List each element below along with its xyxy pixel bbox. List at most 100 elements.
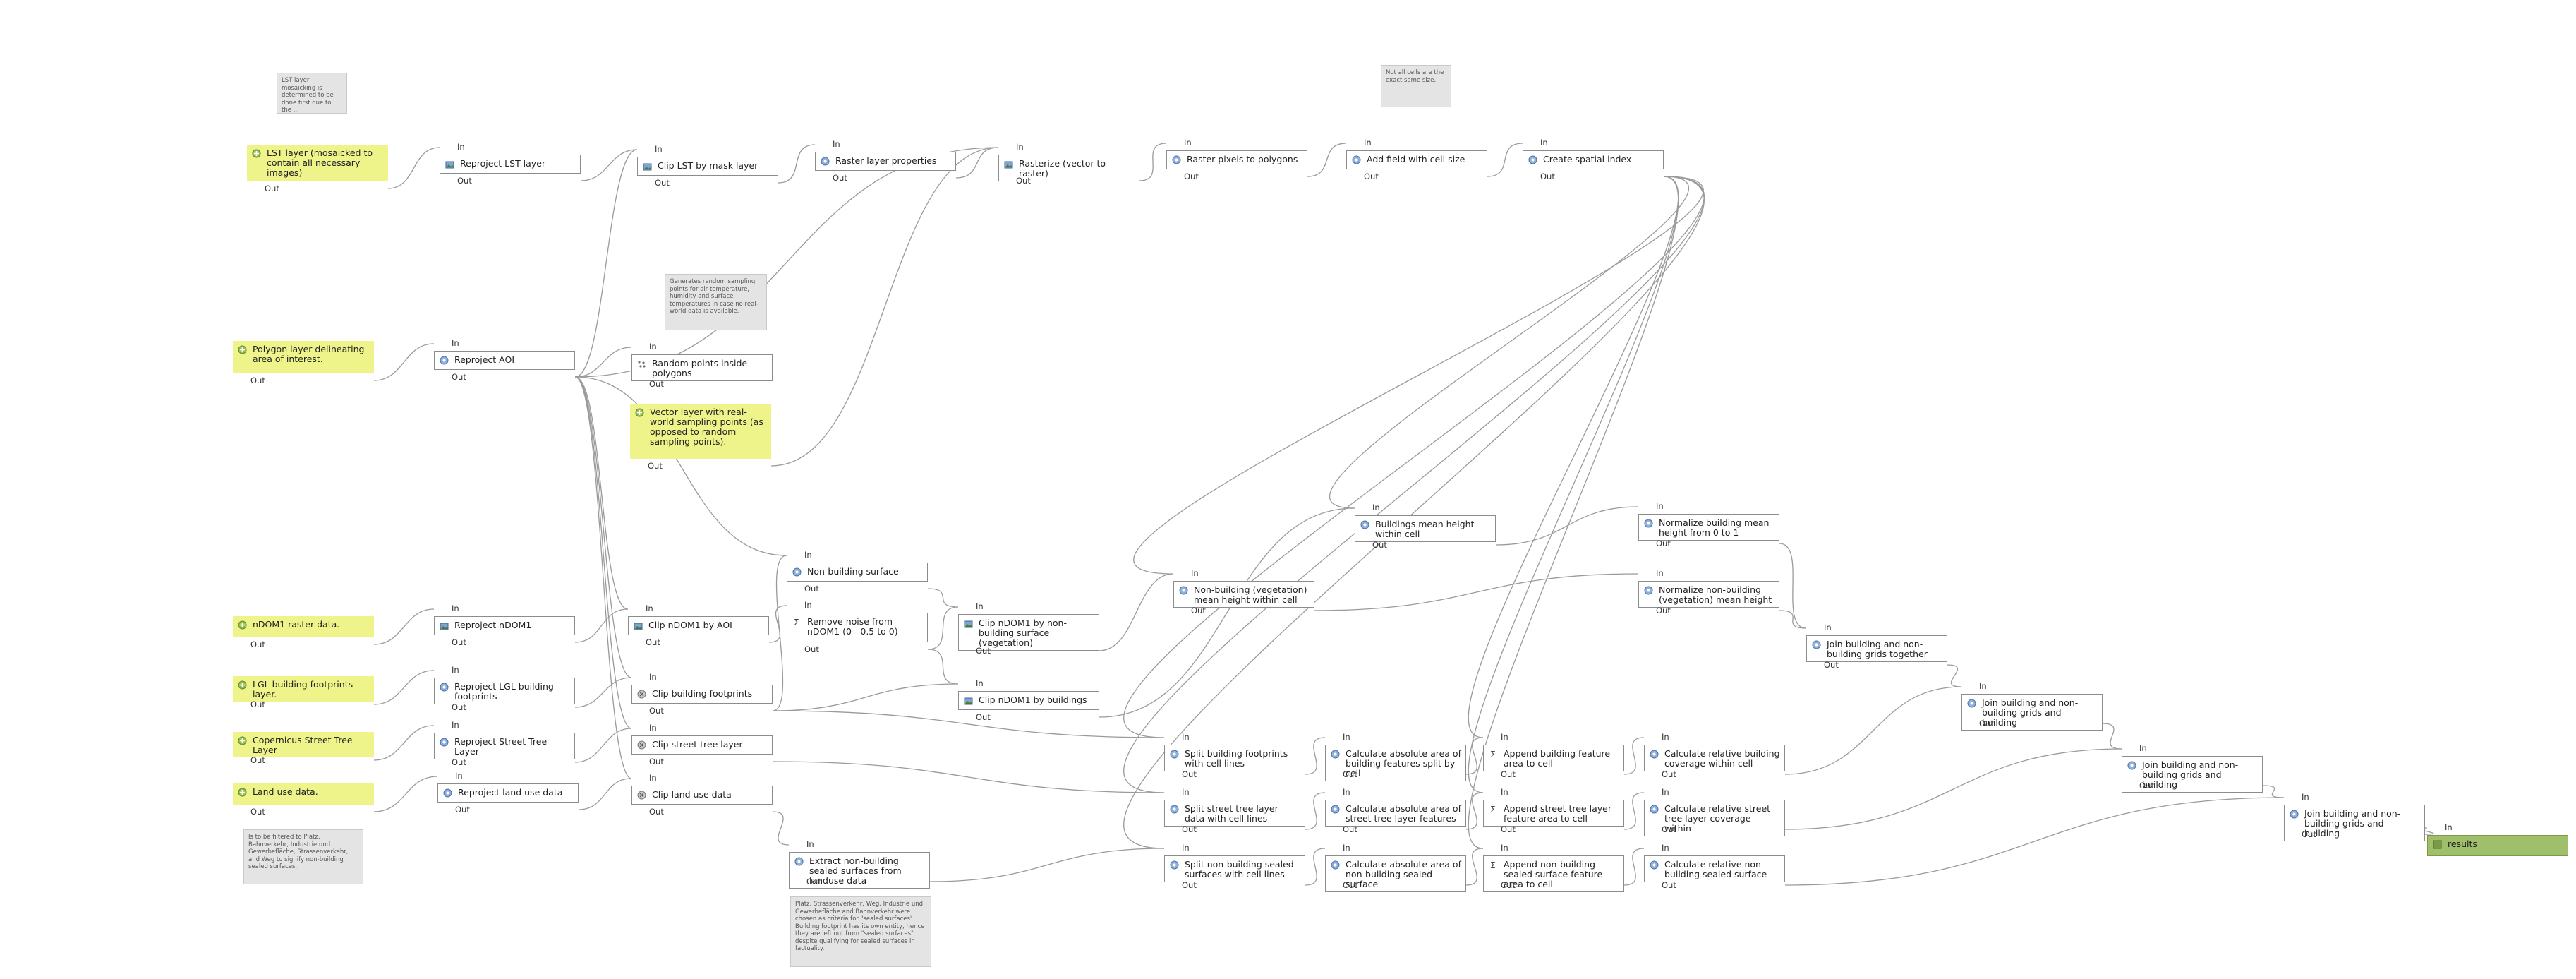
port-out[interactable]: Out: [1343, 824, 1357, 834]
node-split-street[interactable]: Split street tree layer data with cell l…: [1164, 800, 1305, 827]
port-out[interactable]: Out: [452, 702, 466, 712]
port-out[interactable]: Out: [1191, 606, 1206, 615]
node-join-nonbuilding[interactable]: Join building and non-building grids tog…: [1806, 635, 1947, 662]
node-split-sealed[interactable]: Split non-building sealed surfaces with …: [1164, 855, 1305, 882]
port-in[interactable]: In: [655, 144, 663, 154]
port-in[interactable]: In: [806, 839, 814, 849]
port-in[interactable]: In: [1364, 138, 1372, 148]
node-extract-sealed[interactable]: Extract non-building sealed surfaces fro…: [789, 852, 930, 889]
port-in[interactable]: In: [1184, 138, 1192, 148]
node-ndom-data[interactable]: nDOM1 raster data.: [233, 616, 374, 637]
port-out[interactable]: Out: [648, 461, 663, 471]
port-out[interactable]: Out: [976, 646, 991, 656]
port-out[interactable]: Out: [250, 376, 265, 385]
port-out[interactable]: Out: [1364, 172, 1379, 181]
node-clip-street[interactable]: Clip street tree layer: [631, 735, 773, 755]
port-out[interactable]: Out: [2139, 781, 2154, 791]
node-join2[interactable]: Join building and non-building grids and…: [1961, 694, 2103, 731]
port-out[interactable]: Out: [1979, 719, 1994, 728]
comment-lst-note[interactable]: LST layer mosaicking is determined to be…: [277, 73, 347, 114]
port-in[interactable]: In: [2139, 743, 2147, 753]
port-out[interactable]: Out: [806, 877, 821, 887]
port-in[interactable]: In: [1182, 843, 1190, 853]
node-clip-ndom-buildings[interactable]: Clip nDOM1 by buildings: [958, 691, 1099, 710]
node-calc-abs-building[interactable]: Calculate absolute area of building feat…: [1325, 745, 1466, 781]
node-reproject-lst[interactable]: Reproject LST layer: [440, 155, 581, 174]
node-reproject-aoi[interactable]: Reproject AOI: [434, 351, 575, 370]
node-reproject-street[interactable]: Reproject Street Tree Layer: [434, 733, 575, 759]
node-copernicus[interactable]: Copernicus Street Tree Layer: [233, 732, 374, 757]
node-land-use[interactable]: Land use data.: [233, 783, 374, 805]
node-lst-layer[interactable]: LST layer (mosaicked to contain all nece…: [247, 145, 388, 181]
port-out[interactable]: Out: [265, 184, 279, 193]
node-calc-rel-sealed[interactable]: Calculate relative non-building sealed s…: [1644, 855, 1785, 882]
port-out[interactable]: Out: [1372, 540, 1387, 550]
port-in[interactable]: In: [1662, 732, 1669, 742]
node-add-field[interactable]: Add field with cell size: [1346, 150, 1487, 169]
node-calc-abs-sealed[interactable]: Calculate absolute area of non-building …: [1325, 855, 1466, 892]
port-out[interactable]: Out: [455, 805, 470, 815]
port-out[interactable]: Out: [1182, 880, 1197, 890]
node-spatial-index[interactable]: Create spatial index: [1523, 150, 1664, 169]
port-in[interactable]: In: [649, 672, 657, 682]
node-clip-lst[interactable]: Clip LST by mask layer: [637, 157, 778, 176]
node-buildings-mean[interactable]: Buildings mean height within cell: [1355, 515, 1496, 542]
node-calc-rel-street[interactable]: Calculate relative street tree layer cov…: [1644, 800, 1785, 836]
node-raster-props[interactable]: Raster layer properties: [815, 152, 956, 171]
port-in[interactable]: In: [649, 773, 657, 783]
port-out[interactable]: Out: [1501, 769, 1516, 779]
node-normalize-nonbuilding[interactable]: Normalize non-building (vegetation) mean…: [1638, 581, 1779, 608]
port-out[interactable]: Out: [1343, 769, 1357, 779]
port-out[interactable]: Out: [649, 757, 664, 767]
port-in[interactable]: In: [1343, 843, 1350, 853]
node-calc-abs-street[interactable]: Calculate absolute area of street tree l…: [1325, 800, 1466, 827]
port-in[interactable]: In: [976, 601, 984, 611]
port-in[interactable]: In: [1979, 681, 1987, 691]
port-in[interactable]: In: [804, 600, 812, 610]
node-raster-pixels[interactable]: Raster pixels to polygons: [1166, 150, 1307, 169]
port-out[interactable]: Out: [250, 755, 265, 765]
port-in[interactable]: In: [452, 603, 459, 613]
node-rasterize[interactable]: Rasterize (vector to raster): [998, 155, 1139, 181]
node-reproject-ndom[interactable]: Reproject nDOM1: [434, 616, 575, 635]
port-in[interactable]: In: [452, 665, 459, 675]
node-nonbuilding-mean[interactable]: Non-building (vegetation) mean height wi…: [1173, 581, 1314, 608]
port-in[interactable]: In: [1656, 501, 1664, 511]
port-in[interactable]: In: [1662, 843, 1669, 853]
port-out[interactable]: Out: [452, 637, 466, 647]
port-out[interactable]: Out: [1824, 660, 1839, 670]
node-clip-land[interactable]: Clip land use data: [631, 786, 773, 805]
port-out[interactable]: Out: [250, 699, 265, 709]
comment-extract-note[interactable]: Platz, Strassenverkehr, Weg, Industrie u…: [790, 896, 931, 967]
port-out[interactable]: Out: [649, 379, 664, 389]
port-in[interactable]: In: [1662, 787, 1669, 797]
port-out[interactable]: Out: [1343, 880, 1357, 890]
port-out[interactable]: Out: [1656, 606, 1671, 615]
node-reproject-land[interactable]: Reproject land use data: [437, 783, 579, 803]
port-in[interactable]: In: [649, 723, 657, 733]
node-clip-ndom-aoi[interactable]: Clip nDOM1 by AOI: [628, 616, 769, 635]
port-in[interactable]: In: [452, 338, 459, 348]
port-out[interactable]: Out: [1182, 824, 1197, 834]
port-out[interactable]: Out: [1184, 172, 1199, 181]
comment-land-note[interactable]: Is to be filtered to Platz, Bahnverkehr,…: [243, 829, 363, 884]
port-out[interactable]: Out: [1662, 769, 1676, 779]
port-in[interactable]: In: [1656, 568, 1664, 578]
port-out[interactable]: Out: [1501, 880, 1516, 890]
port-in[interactable]: In: [649, 342, 657, 352]
port-out[interactable]: Out: [1540, 172, 1555, 181]
port-in[interactable]: In: [1016, 142, 1024, 152]
port-out[interactable]: Out: [649, 807, 664, 817]
port-out[interactable]: Out: [457, 176, 472, 186]
node-clip-building[interactable]: Clip building footprints: [631, 685, 773, 704]
port-in[interactable]: In: [646, 603, 653, 613]
port-in[interactable]: In: [452, 720, 459, 730]
node-vector-points[interactable]: Vector layer with real-world sampling po…: [630, 404, 771, 459]
port-in[interactable]: In: [455, 771, 463, 781]
comment-random-note[interactable]: Generates random sampling points for air…: [665, 274, 767, 330]
port-out[interactable]: Out: [250, 639, 265, 649]
port-in[interactable]: In: [1343, 787, 1350, 797]
